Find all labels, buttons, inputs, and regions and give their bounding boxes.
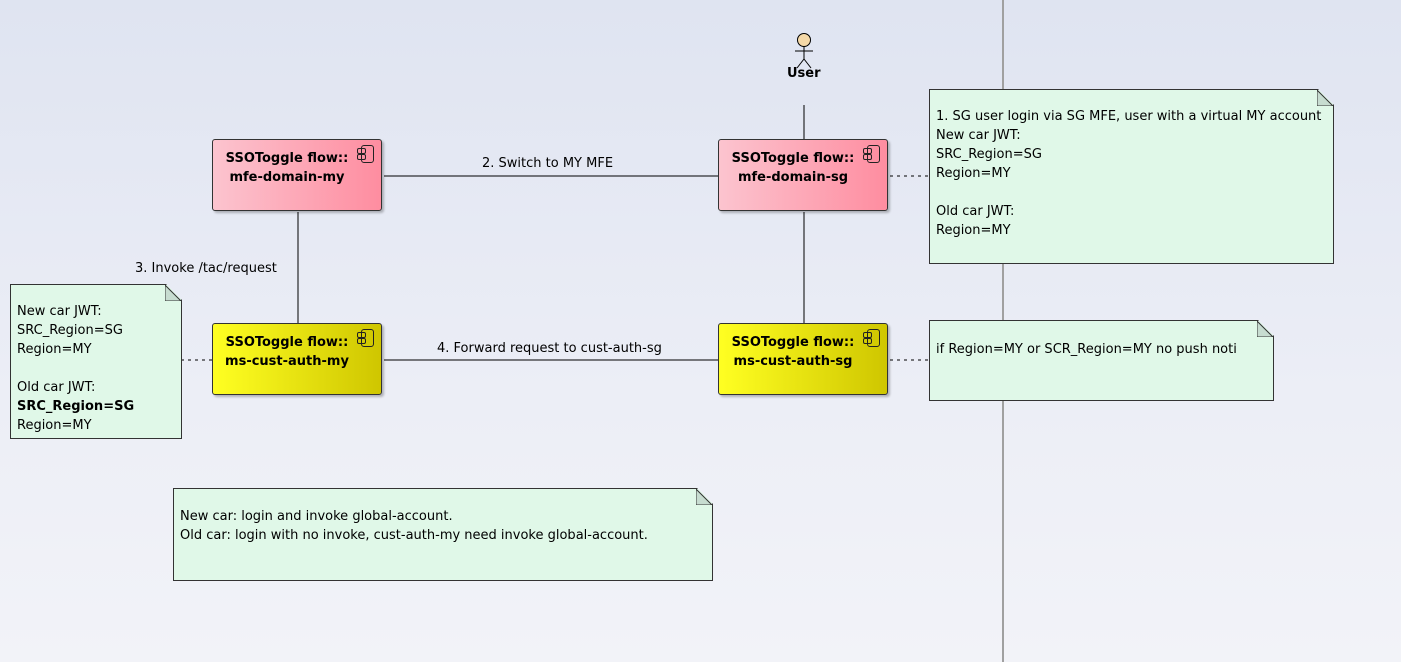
- note-line: 1. SG user login via SG MFE, user with a…: [936, 109, 1322, 124]
- note-line: New car JWT:: [936, 128, 1021, 143]
- note-line: if Region=MY or SCR_Region=MY no push no…: [936, 342, 1237, 357]
- note-sg-login[interactable]: 1. SG user login via SG MFE, user with a…: [929, 89, 1334, 264]
- note-my-jwt[interactable]: New car JWT: SRC_Region=SG Region=MY Old…: [10, 284, 182, 439]
- note-line: Region=MY: [936, 166, 1011, 181]
- component-stereotype: SSOToggle flow::: [731, 151, 855, 166]
- note-line: Region=MY: [936, 223, 1011, 238]
- note-push-noti[interactable]: if Region=MY or SCR_Region=MY no push no…: [929, 320, 1274, 401]
- component-mfe-domain-sg[interactable]: SSOToggle flow:: mfe-domain-sg: [718, 139, 888, 211]
- note-fold-icon: [1317, 90, 1333, 106]
- user-actor-icon[interactable]: [790, 32, 820, 72]
- connector-label-forward: 4. Forward request to cust-auth-sg: [437, 341, 662, 356]
- note-line: Old car: login with no invoke, cust-auth…: [180, 528, 648, 543]
- note-line: [936, 183, 1327, 202]
- connector-label-invoke: 3. Invoke /tac/request: [135, 261, 277, 276]
- component-icon: [863, 145, 880, 163]
- component-icon: [357, 145, 374, 163]
- connector-label-switch: 2. Switch to MY MFE: [482, 156, 614, 171]
- note-line: Region=MY: [17, 418, 92, 433]
- component-stereotype: SSOToggle flow::: [225, 151, 349, 166]
- component-icon: [357, 329, 374, 347]
- note-line: SRC_Region=SG: [17, 399, 135, 414]
- component-mfe-domain-my[interactable]: SSOToggle flow:: mfe-domain-my: [212, 139, 382, 211]
- note-line: New car: login and invoke global-account…: [180, 509, 453, 524]
- component-ms-cust-auth-my[interactable]: SSOToggle flow:: ms-cust-auth-my: [212, 323, 382, 395]
- note-line: Old car JWT:: [936, 204, 1015, 219]
- component-ms-cust-auth-sg[interactable]: SSOToggle flow:: ms-cust-auth-sg: [718, 323, 888, 395]
- component-name: mfe-domain-my: [229, 170, 345, 185]
- note-fold-icon: [1257, 321, 1273, 337]
- component-stereotype: SSOToggle flow::: [731, 335, 855, 350]
- note-global-account[interactable]: New car: login and invoke global-account…: [173, 488, 713, 581]
- component-name: mfe-domain-sg: [737, 170, 849, 185]
- note-line: Region=MY: [17, 342, 92, 357]
- note-fold-icon: [165, 285, 181, 301]
- component-name: ms-cust-auth-sg: [733, 354, 853, 369]
- actor-label: User: [787, 66, 821, 81]
- component-icon: [863, 329, 880, 347]
- note-line: [17, 359, 175, 378]
- note-fold-icon: [696, 489, 712, 505]
- note-line: Old car JWT:: [17, 380, 96, 395]
- component-name: ms-cust-auth-my: [225, 354, 349, 369]
- note-line: SRC_Region=SG: [17, 323, 123, 338]
- note-line: New car JWT:: [17, 304, 102, 319]
- component-stereotype: SSOToggle flow::: [225, 335, 349, 350]
- note-line: SRC_Region=SG: [936, 147, 1042, 162]
